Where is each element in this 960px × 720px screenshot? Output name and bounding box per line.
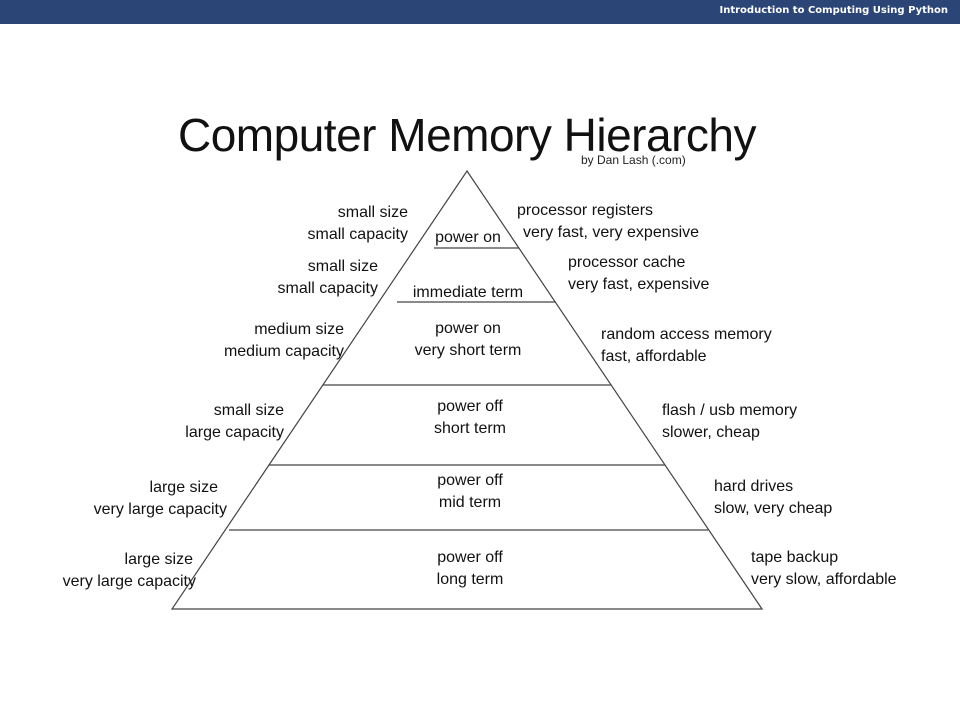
level-2-left-label: small size small capacity	[277, 258, 378, 297]
diagram-title: Computer Memory Hierarchy	[178, 109, 756, 161]
level-5-right-label: hard drives slow, very cheap	[714, 478, 833, 517]
level-4-center-label: power off short term	[433, 398, 506, 437]
level-4-left-label: small size large capacity	[185, 402, 284, 441]
level-6-right-label: tape backup very slow, affordable	[751, 549, 897, 588]
level-6-left-label: large size very large capacity	[62, 551, 196, 590]
level-1-right-label: processor registers very fast, very expe…	[517, 202, 700, 241]
level-1-left-label: small size small capacity	[307, 204, 408, 243]
diagram-byline: by Dan Lash (.com)	[581, 153, 686, 167]
pyramid-outline	[170, 169, 764, 610]
header-bar: Introduction to Computing Using Python	[0, 0, 960, 24]
course-title: Introduction to Computing Using Python	[719, 5, 949, 16]
level-5-center-label: power off mid term	[437, 472, 503, 511]
level-2-center-label: immediate term	[412, 284, 524, 301]
level-4-right-label: flash / usb memory slower, cheap	[662, 402, 798, 441]
level-1-center-label: power on	[435, 229, 501, 246]
level-2-right-label: processor cache very fast, expensive	[568, 254, 710, 293]
level-6-center-label: power off long term	[436, 549, 504, 588]
level-5-left-label: large size very large capacity	[93, 479, 227, 518]
level-3-right-label: random access memory fast, affordable	[601, 326, 772, 365]
level-3-left-label: medium size medium capacity	[223, 321, 344, 360]
level-3-center-label: power on very short term	[414, 320, 522, 359]
